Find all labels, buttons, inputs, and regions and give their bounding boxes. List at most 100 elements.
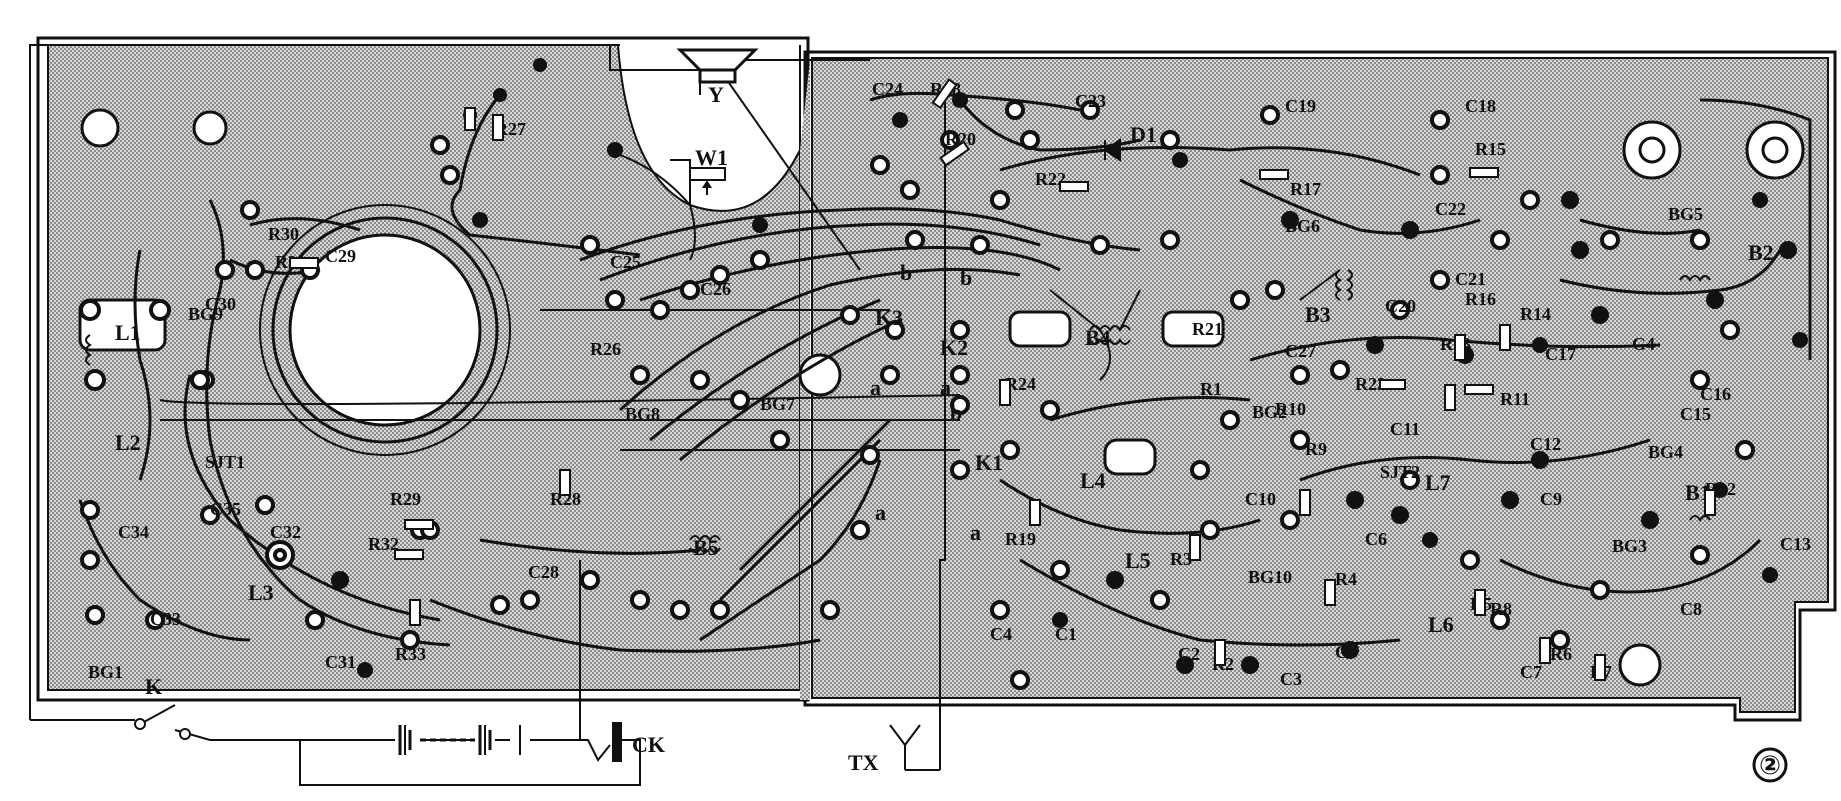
label-B4: B4 [1085, 325, 1111, 350]
label-L1: L1 [115, 320, 141, 345]
component-labels: L1 L2 L3 L4 L5 L6 L7 BG1 BG2 BG3 BG4 BG5… [88, 79, 1811, 689]
antenna-icon [889, 724, 921, 770]
label-BG2: BG2 [1252, 402, 1287, 422]
label-BG8: BG8 [625, 404, 660, 424]
label-C23: C23 [1075, 91, 1106, 111]
label-C21: C21 [1455, 269, 1486, 289]
switch-label: K [145, 674, 162, 699]
label-C22: C22 [1435, 199, 1466, 219]
antenna-label: TX [848, 750, 879, 775]
label-SJT2: SJT2 [1380, 462, 1420, 482]
label-R10: R10 [1275, 399, 1306, 419]
label-R30: R30 [268, 224, 299, 244]
label-R8: R8 [1490, 599, 1512, 619]
label-C29: C29 [325, 246, 356, 266]
label-C18: C18 [1465, 96, 1496, 116]
label-R33: R33 [395, 644, 426, 664]
label-B3: B3 [1305, 302, 1331, 327]
label-W1: W1 [695, 145, 728, 170]
label-K2: K2 [940, 335, 968, 360]
label-R9: R9 [1305, 439, 1327, 459]
label-SJT1: SJT1 [205, 452, 245, 472]
label-R23: R23 [1355, 374, 1386, 394]
label-K3: K3 [875, 305, 903, 330]
label-BG5: BG5 [1668, 204, 1703, 224]
label-contact-b3: b [950, 400, 962, 425]
label-C19: C19 [1285, 96, 1316, 116]
label-R29: R29 [390, 489, 421, 509]
label-BG7: BG7 [760, 394, 795, 414]
label-L7: L7 [1425, 470, 1451, 495]
label-R22: R22 [1035, 169, 1066, 189]
label-C8: C8 [1680, 599, 1702, 619]
label-R16: R16 [1465, 289, 1496, 309]
label-R4: R4 [1335, 569, 1357, 589]
mounting-hole [1618, 643, 1662, 687]
label-C11: C11 [1390, 419, 1420, 439]
label-C30: C30 [205, 294, 236, 314]
label-C31: C31 [325, 652, 356, 672]
label-C26: C26 [700, 279, 731, 299]
label-C25: C25 [610, 252, 641, 272]
label-C13: C13 [1780, 534, 1811, 554]
label-B2: B2 [1748, 240, 1774, 265]
label-L6: L6 [1428, 612, 1454, 637]
tuning-capacitor-opening [288, 233, 482, 427]
label-C17: C17 [1545, 344, 1576, 364]
label-R26: R26 [590, 339, 621, 359]
label-contact-b2: b [960, 265, 972, 290]
mounting-hole [192, 110, 228, 146]
label-R3: R3 [1170, 549, 1192, 569]
label-R15: R15 [1475, 139, 1506, 159]
label-C5: C5 [1335, 642, 1357, 662]
slot [1008, 310, 1072, 348]
switch-icon [134, 704, 191, 740]
traces [78, 91, 1812, 653]
label-BG1: BG1 [88, 662, 123, 682]
label-C24: C24 [872, 79, 903, 99]
board-right-outline [803, 50, 1837, 722]
speaker-icon [676, 48, 759, 84]
battery-icon [398, 725, 492, 755]
potentiometer-icon [689, 167, 726, 195]
label-C6: C6 [1365, 529, 1387, 549]
transformer-icons [85, 269, 1711, 553]
label-R1: R1 [1200, 379, 1222, 399]
label-C12: C12 [1530, 434, 1561, 454]
mounting-hole [1638, 136, 1666, 164]
label-R14: R14 [1520, 304, 1551, 324]
label-L2: L2 [115, 430, 141, 455]
figure-number-circle [1752, 747, 1788, 783]
solder-pads [331, 58, 1808, 678]
label-contact-a3: a [875, 500, 886, 525]
label-R21: R21 [1192, 319, 1223, 339]
label-BG4: BG4 [1648, 442, 1683, 462]
label-contact-a4: a [970, 520, 981, 545]
label-C9: C9 [1540, 489, 1562, 509]
label-L4: L4 [1080, 468, 1106, 493]
label-contact-a2: a [940, 375, 951, 400]
label-C15: C15 [1680, 404, 1711, 424]
tuning-ring [271, 216, 499, 444]
jack-label: CK [632, 732, 665, 757]
label-contact-b1: b [900, 260, 912, 285]
slot [1161, 310, 1225, 348]
label-R28: R28 [550, 489, 581, 509]
label-R11: R11 [1500, 389, 1530, 409]
label-C34: C34 [118, 522, 149, 542]
diode-icon [1103, 138, 1121, 162]
label-R24: R24 [1005, 374, 1036, 394]
slot [1103, 438, 1157, 476]
speaker-label: Y [708, 82, 724, 107]
label-C20: C20 [1385, 296, 1416, 316]
label-R6: R6 [1550, 644, 1572, 664]
label-C32: C32 [270, 522, 301, 542]
label-C1: C1 [1055, 624, 1077, 644]
label-G4: G4 [1632, 334, 1655, 354]
ring-pads [79, 100, 1755, 690]
label-L3: L3 [248, 580, 274, 605]
figure-number: ② [1759, 751, 1781, 781]
component-bodies [289, 78, 1716, 681]
label-R17: R17 [1290, 179, 1321, 199]
